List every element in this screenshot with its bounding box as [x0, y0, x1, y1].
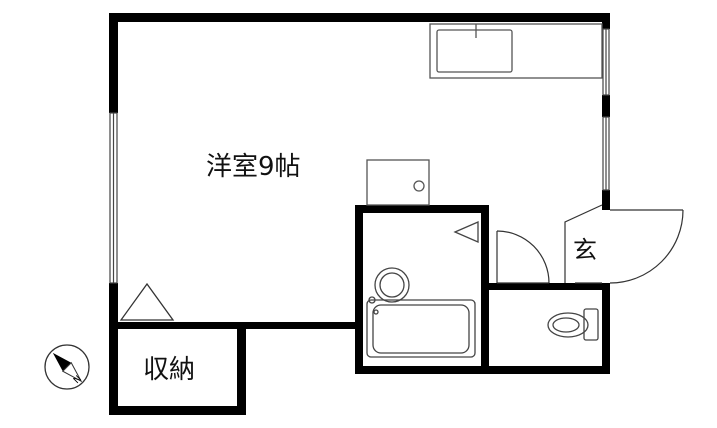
kitchen-sink — [429, 23, 603, 79]
compass-needle-icon — [52, 352, 83, 383]
compass: N — [44, 344, 90, 390]
closet-marker — [119, 282, 175, 321]
doors — [496, 209, 684, 284]
entrance-step — [564, 204, 603, 284]
outer-walls — [109, 13, 610, 415]
bathroom-fixtures — [366, 221, 479, 358]
windows — [109, 28, 610, 284]
washer-space — [366, 159, 430, 206]
storage-label: 収納 — [143, 355, 195, 385]
entrance-label: 玄 — [573, 236, 597, 264]
western-room-label: 洋室9帖 — [206, 152, 301, 182]
compass-north-label: N — [72, 374, 84, 386]
toilet — [547, 308, 599, 341]
